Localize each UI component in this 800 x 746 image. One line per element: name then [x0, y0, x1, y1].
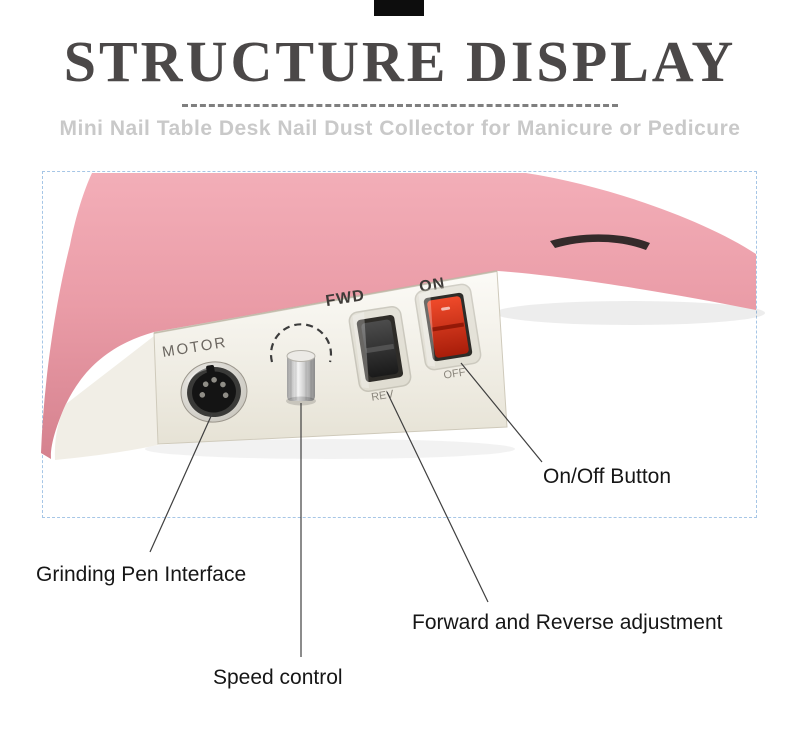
page-subtitle: Mini Nail Table Desk Nail Dust Collector…	[59, 117, 741, 140]
speed-knob	[269, 323, 333, 406]
callout-grinding-pen-interface: Grinding Pen Interface	[36, 563, 247, 586]
callout-forward-reverse-adjustment: Forward and Reverse adjustment	[412, 611, 723, 634]
device-underside	[54, 336, 158, 460]
top-black-tab	[374, 0, 424, 16]
dust-slot	[550, 234, 650, 250]
page-title: STRUCTURE DISPLAY	[63, 29, 737, 94]
callout-speed-control: Speed control	[213, 666, 343, 689]
on-off-switch	[414, 283, 482, 371]
leader-line-grinding-pen	[149, 413, 213, 553]
leader-line-forward-reverse	[386, 391, 489, 603]
fwd-rev-switch	[348, 305, 412, 393]
off-label: OFF	[443, 366, 467, 381]
rotation-dashed-arc	[269, 323, 333, 363]
fwd-label: FWD	[324, 287, 366, 310]
device-shadow-front	[145, 439, 515, 459]
rev-label: REV	[370, 388, 395, 403]
callout-on-off-button: On/Off Button	[543, 465, 672, 488]
panel-top-edge	[153, 270, 498, 334]
title-dashed-divider	[182, 104, 618, 107]
grinding-pen-connector	[180, 361, 248, 423]
device-body	[41, 173, 756, 459]
device-shadow-right	[495, 301, 765, 325]
leader-line-on-off	[460, 362, 543, 463]
